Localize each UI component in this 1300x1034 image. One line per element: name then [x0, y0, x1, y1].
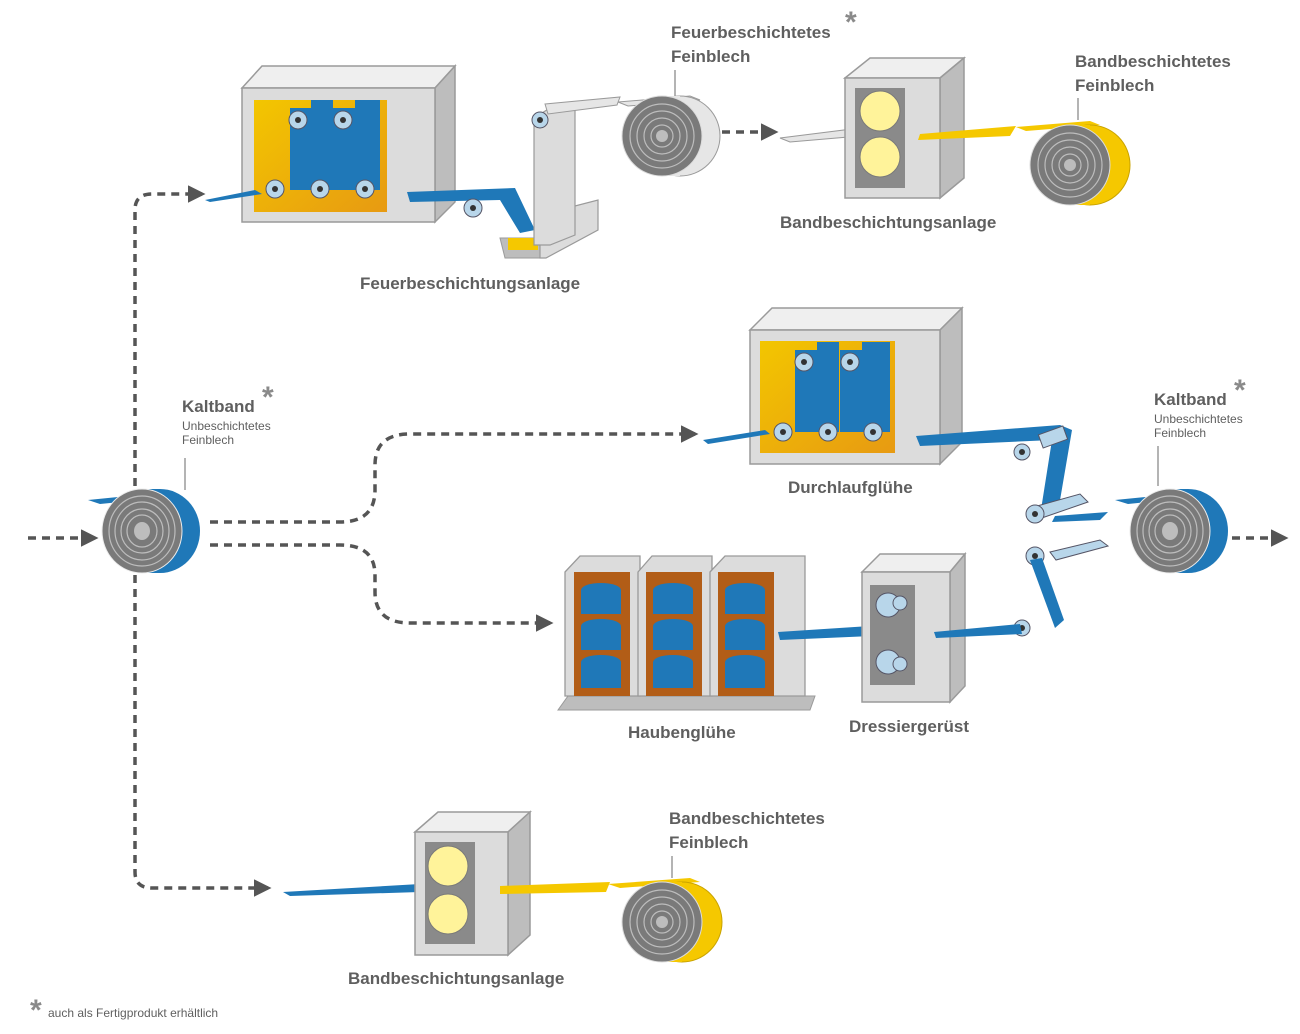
label-dressiergeruest: Dressiergerüst — [849, 717, 970, 736]
flow-arrow-to-haubengluehe — [210, 543, 554, 632]
label-bandbeschichtungsanlage-top: Bandbeschichtungsanlage — [780, 213, 997, 232]
label-haubengluehe: Haubenglühe — [628, 723, 736, 742]
label-bandbeschichtetes-bottom-line2: Feinblech — [669, 833, 749, 852]
coating-unit-top — [779, 56, 1016, 200]
label-feuerbeschichtetes-line1: Feuerbeschichtetes — [671, 23, 831, 42]
asterisk-footnote: * — [30, 994, 42, 1027]
furnace-haubengluehe — [557, 555, 872, 711]
coating-unit-bottom — [283, 810, 610, 957]
label-bandbeschichtetes-feinblech-bottom: Bandbeschichtetes Feinblech — [669, 807, 825, 855]
loop-rollers — [1013, 425, 1110, 637]
coil-bandbeschichtetes-bottom — [608, 856, 723, 963]
label-bandbeschichtetes-bottom-line1: Bandbeschichtetes — [669, 809, 825, 828]
flow-arrow-to-bandbeschichtung-bottom — [133, 575, 272, 897]
furnace-durchlaufgluehe — [703, 306, 1072, 516]
label-kaltband-output: Kaltband Unbeschichtetes Feinblech — [1154, 388, 1243, 440]
coil-bandbeschichtetes-top — [1016, 98, 1131, 206]
coil-kaltband-input — [88, 458, 200, 574]
label-bandbeschichtetes-top-line2: Feinblech — [1075, 76, 1155, 95]
flow-arrow-to-durchlaufgluehe — [210, 425, 699, 524]
footnote-text: auch als Fertigprodukt erhältlich — [48, 1006, 219, 1020]
label-durchlaufgluehe: Durchlaufglühe — [788, 478, 913, 497]
bell-1 — [564, 555, 641, 697]
label-feuerbeschichtetes-feinblech: Feuerbeschichtetes Feinblech — [671, 21, 831, 69]
bell-2 — [637, 555, 713, 697]
label-bandbeschichtungsanlage-bottom: Bandbeschichtungsanlage — [348, 969, 565, 988]
coil-kaltband-output — [1115, 446, 1228, 574]
asterisk-kaltband-output: * — [1234, 374, 1246, 407]
flow-arrow-to-feuerbeschichtung — [133, 185, 206, 500]
label-kaltband-input-title: Kaltband — [182, 397, 255, 416]
label-bandbeschichtetes-top-line1: Bandbeschichtetes — [1075, 52, 1231, 71]
flow-lines — [28, 123, 1289, 897]
label-kaltband-input-sub1: Unbeschichtetes — [182, 419, 271, 433]
mill-dressiergeruest — [860, 551, 1022, 704]
label-kaltband-input-sub2: Feinblech — [182, 433, 235, 447]
label-bandbeschichtetes-feinblech-top: Bandbeschichtetes Feinblech — [1075, 50, 1231, 98]
asterisk-feuerbeschichtetes: * — [845, 6, 857, 39]
coil-feuerbeschichtetes — [617, 70, 721, 177]
label-feuerbeschichtetes-line2: Feinblech — [671, 47, 751, 66]
label-kaltband-output-title: Kaltband — [1154, 390, 1227, 409]
bell-3 — [709, 555, 806, 697]
label-feuerbeschichtungsanlage: Feuerbeschichtungsanlage — [360, 274, 581, 293]
furnace-feuerbeschichtung — [205, 64, 621, 259]
label-kaltband-output-sub2: Feinblech — [1154, 426, 1207, 440]
label-kaltband-output-sub1: Unbeschichtetes — [1154, 412, 1243, 426]
label-kaltband-input: Kaltband Unbeschichtetes Feinblech — [182, 395, 271, 447]
asterisk-kaltband-input: * — [262, 381, 274, 414]
